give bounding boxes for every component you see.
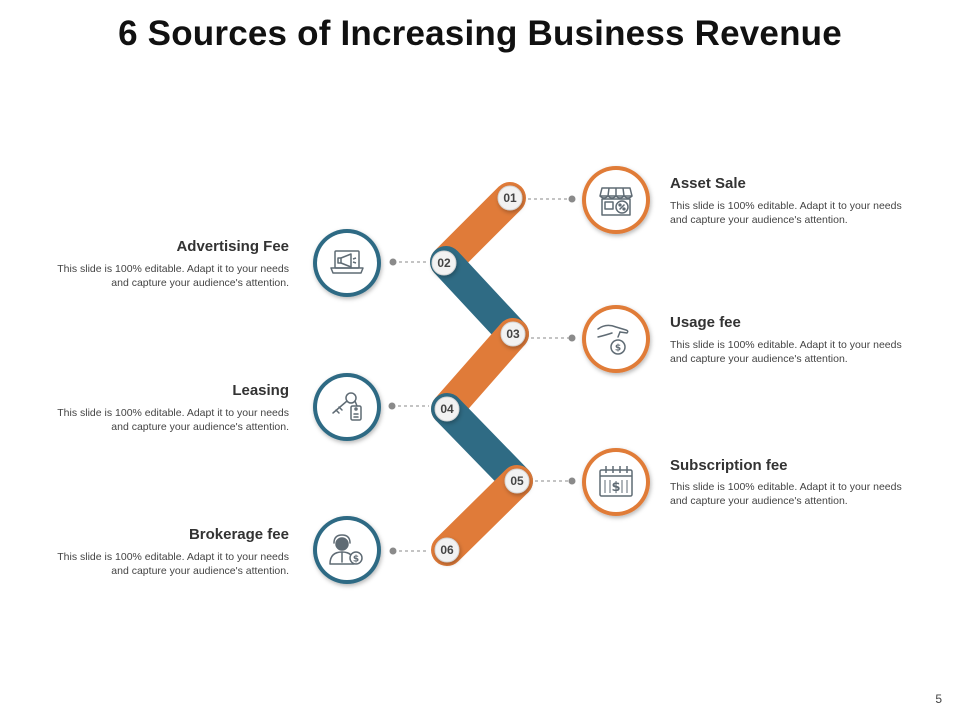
icon-circle-04 [313, 373, 381, 441]
badge-01-label: 01 [503, 191, 517, 205]
connector-dot-01 [568, 195, 576, 203]
storefront-icon [599, 187, 633, 216]
slide-title: 6 Sources of Increasing Business Revenue [118, 14, 842, 53]
ribbon-segment-04-05 [431, 393, 533, 497]
ribbon-segment-02-03 [430, 246, 529, 350]
item-02-description: This slide is 100% editable. Adapt it to… [57, 263, 289, 289]
item-01-title: Asset Sale [670, 175, 746, 192]
item-06-title: Brokerage fee [188, 526, 289, 543]
calendar-dollar-icon: $ [599, 466, 633, 497]
icon-circle-01 [582, 166, 650, 234]
badge-05 [504, 468, 530, 494]
icon-circle-05: $ [582, 448, 650, 516]
badge-04-label: 04 [440, 402, 454, 416]
connector-dot-06 [389, 547, 397, 555]
item-04-title: Leasing [232, 382, 289, 399]
item-03-description: This slide is 100% editable. Adapt it to… [670, 339, 902, 365]
page-number: 5 [935, 692, 942, 706]
connector-dot-02 [389, 258, 397, 266]
badge-04 [434, 396, 460, 422]
icon-circles: $ [313, 166, 650, 584]
svg-text:$: $ [611, 480, 620, 495]
item-03-title: Usage fee [670, 314, 741, 331]
badge-06-label: 06 [440, 543, 454, 557]
badge-03 [500, 321, 526, 347]
svg-text:$: $ [615, 344, 621, 354]
hand-coin-icon: $ [597, 324, 629, 355]
icon-circle-02 [313, 229, 381, 297]
ribbon-segment-03-04 [431, 318, 529, 425]
ribbon-segment-05-06 [431, 465, 533, 566]
connectors [388, 195, 576, 555]
icon-circle-03: $ [582, 305, 650, 373]
badge-05-label: 05 [510, 474, 524, 488]
item-05-description: This slide is 100% editable. Adapt it to… [670, 481, 902, 507]
item-05-title: Subscription fee [670, 457, 788, 474]
number-badges: 01 02 03 04 05 06 [431, 185, 530, 563]
zigzag-ribbon [430, 182, 533, 566]
badge-03-label: 03 [506, 327, 520, 341]
badge-06 [434, 537, 460, 563]
item-01-description: This slide is 100% editable. Adapt it to… [670, 200, 902, 226]
badge-02 [431, 250, 457, 276]
svg-text:$: $ [353, 555, 359, 565]
item-06-description: This slide is 100% editable. Adapt it to… [57, 551, 289, 577]
connector-dot-04 [388, 402, 396, 410]
broker-dollar-icon: $ [329, 534, 363, 565]
laptop-megaphone-icon [330, 250, 364, 274]
key-tag-icon [332, 392, 362, 421]
connector-dot-05 [568, 477, 576, 485]
icon-circle-06: $ [313, 516, 381, 584]
badge-02-label: 02 [437, 256, 451, 270]
item-04-description: This slide is 100% editable. Adapt it to… [57, 407, 289, 433]
item-02-title: Advertising Fee [176, 238, 289, 255]
connector-dot-03 [568, 334, 576, 342]
badge-01 [497, 185, 523, 211]
